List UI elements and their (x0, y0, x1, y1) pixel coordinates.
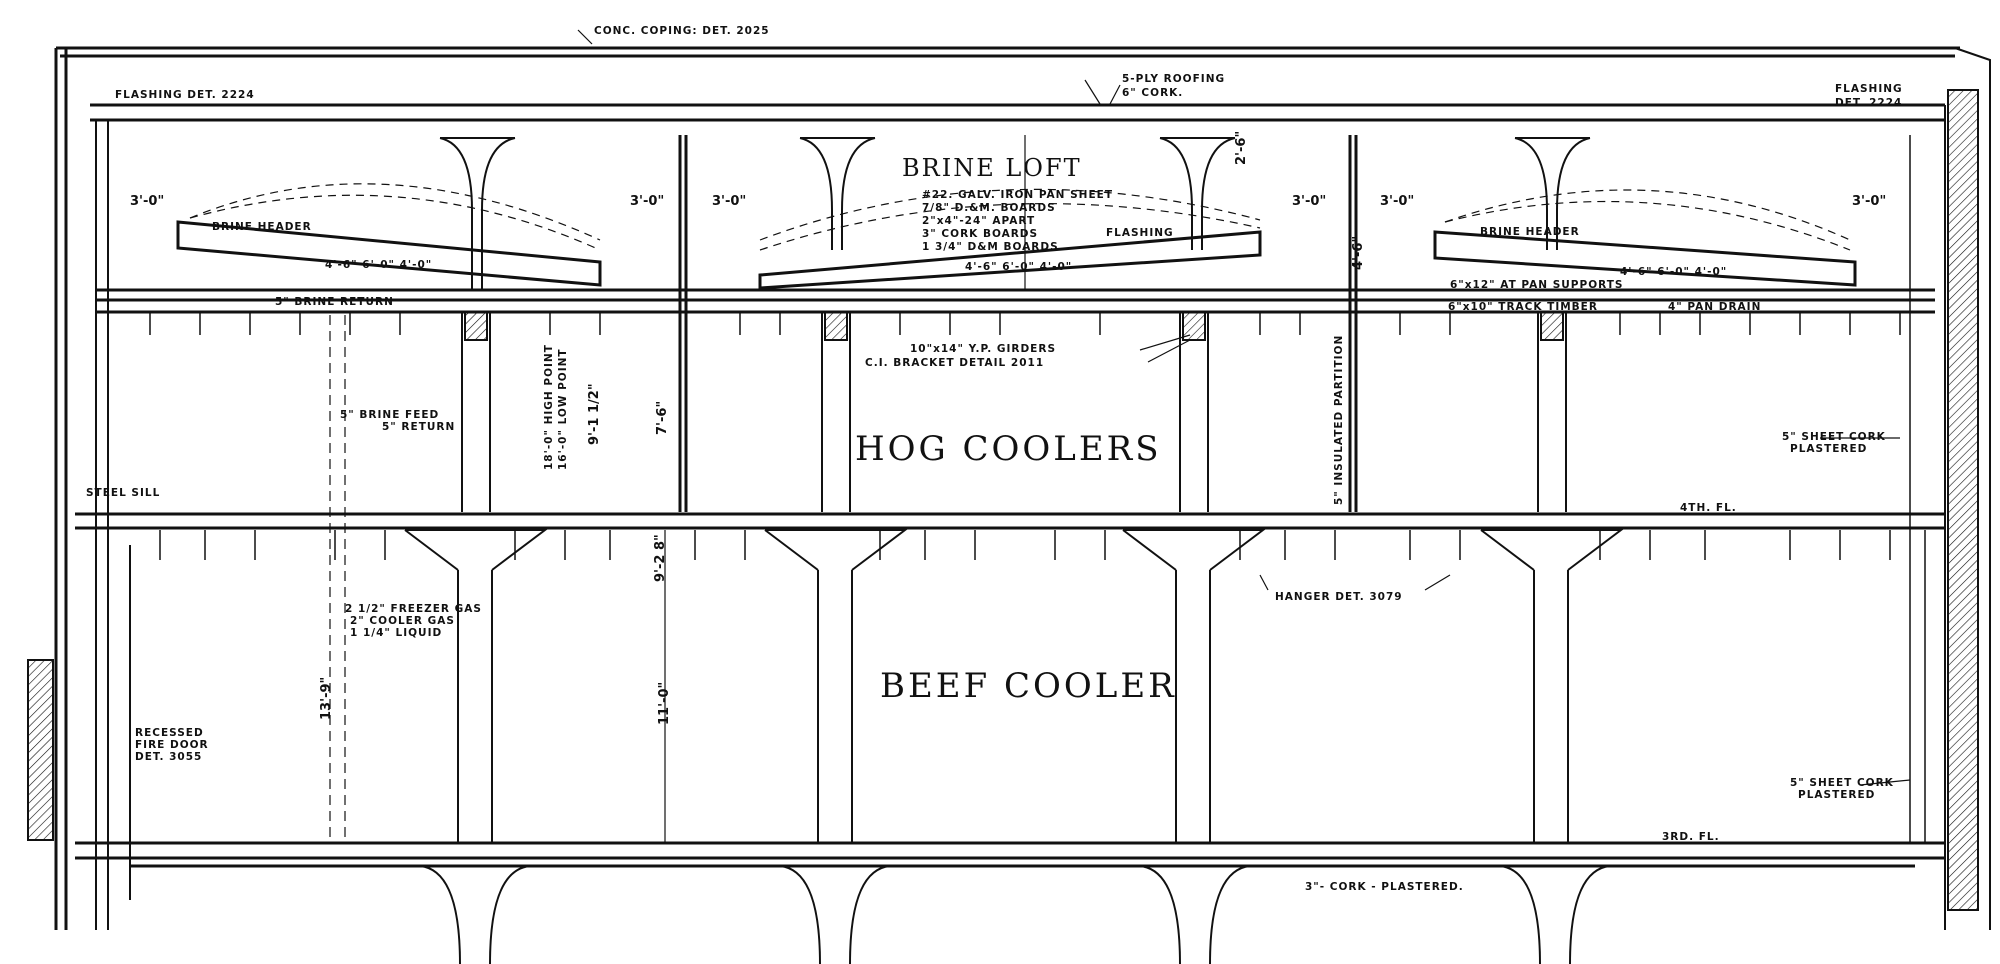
basement-columns (419, 865, 1611, 964)
dim-46-60-b: 4'-6" 6'-0" 4'-0" (965, 261, 1072, 273)
bracket-label: C.I. BRACKET DETAIL 2011 (865, 357, 1044, 369)
fourth-floor (75, 512, 1945, 530)
brine-return-small-label: 5" RETURN (382, 421, 455, 433)
inner-right-wall (1909, 135, 1926, 843)
coping-label: CONC. COPING: DET. 2025 (594, 25, 770, 37)
dim-4-6: 4'-6" (1351, 236, 1366, 270)
brine-return-label: 5" BRINE RETURN (275, 296, 394, 308)
beef-rails (159, 530, 1891, 560)
dim-11-0: 11'-0" (657, 682, 672, 725)
loft-floor (96, 288, 1935, 314)
liquid-label: 1 1/4" LIQUID (350, 627, 442, 639)
leaders (577, 29, 1911, 786)
dim-46-60-a: 4'-6" 6'-0" 4'-0" (325, 259, 432, 271)
dim-9-1-2: 9'-1 1/2" (587, 383, 602, 445)
loft-note-2: 7/8" D.&M. BOARDS (922, 202, 1056, 214)
upper-columns (461, 312, 1567, 512)
brine-header-left-label: BRINE HEADER (212, 221, 312, 233)
dim-46-60-c: 4'-6" 6'-0" 4'-0" (1620, 266, 1727, 278)
dim-9-2-8: 9'-2 8" (653, 534, 668, 582)
dim-3-0-c: 3'-0" (712, 194, 746, 209)
dim-7-6: 7'-6" (655, 401, 670, 435)
loft-note-5: 1 3/4" D&M BOARDS (922, 241, 1059, 253)
cork-plastered-label: 3"- CORK - PLASTERED. (1305, 881, 1464, 893)
flashing-left-label: FLASHING DET. 2224 (115, 89, 255, 101)
cork-right-lower-1: 5" SHEET CORK (1790, 777, 1894, 789)
roof-slab (90, 103, 1945, 122)
fourth-floor-label: 4TH. FL. (1680, 502, 1737, 514)
cooler-gas-label: 2" COOLER GAS (350, 615, 455, 627)
loft-note-4: 3" CORK BOARDS (922, 228, 1038, 240)
flashing-right-label-1: FLASHING (1835, 83, 1903, 95)
high-point-label: 18'-0" HIGH POINT (543, 344, 555, 470)
brine-feed-label: 5" BRINE FEED (340, 409, 439, 421)
cork-right-upper-1: 5" SHEET CORK (1782, 431, 1886, 443)
recessed-label-3: DET. 3055 (135, 751, 202, 763)
dim-3-0-b: 3'-0" (630, 194, 664, 209)
dimension-lines (329, 135, 1026, 843)
left-wall (95, 120, 131, 930)
brine-spray-arcs (189, 183, 1851, 251)
dim-3-0-a: 3'-0" (130, 194, 164, 209)
dim-2-6: 2'-6" (1234, 131, 1249, 165)
roofing-label-1: 5-PLY ROOFING (1122, 73, 1225, 85)
loft-note-3: 2"x4"-24" APART (922, 215, 1035, 227)
third-floor (75, 841, 1945, 868)
left-window (27, 659, 54, 841)
partition-1 (678, 135, 688, 512)
flashing-mid-label: FLASHING (1106, 227, 1174, 239)
recessed-label-2: FIRE DOOR (135, 739, 209, 751)
brine-loft-title: BRINE LOFT (902, 154, 1082, 182)
loft-hangers (149, 312, 1901, 335)
lower-columns (404, 529, 1624, 843)
pan-supports-label: 6"x12" AT PAN SUPPORTS (1450, 279, 1623, 291)
track-timber-label: 6"x10" TRACK TIMBER (1448, 301, 1598, 313)
dim-3-0-f: 3'-0" (1852, 194, 1886, 209)
third-floor-label: 3RD. FL. (1662, 831, 1720, 843)
roofing-label-2: 6" CORK. (1122, 87, 1183, 99)
dim-13-9: 13'-9" (319, 677, 334, 720)
recessed-label-1: RECESSED (135, 727, 204, 739)
girders-label: 10"x14" Y.P. GIRDERS (910, 343, 1056, 355)
loft-columns (439, 137, 1591, 290)
dim-3-0-d: 3'-0" (1292, 194, 1326, 209)
freezer-gas-label: 2 1/2" FREEZER GAS (345, 603, 482, 615)
steel-sill-label: STEEL SILL (86, 487, 160, 499)
right-wall-hatch (1947, 89, 1979, 911)
cork-right-upper-2: PLASTERED (1790, 443, 1867, 455)
flashing-right-label-2: DET. 2224 (1835, 97, 1902, 109)
parapet-left (54, 46, 1960, 930)
dim-3-0-e: 3'-0" (1380, 194, 1414, 209)
parapet-right (1944, 47, 1991, 930)
low-point-label: 16'-0" LOW POINT (557, 348, 569, 470)
brine-pans (176, 220, 1857, 290)
pan-drain-label: 4" PAN DRAIN (1668, 301, 1761, 313)
loft-note-1: #22. GALV. IRON PAN SHEET (922, 189, 1113, 201)
hog-coolers-title: HOG COOLERS (855, 429, 1162, 469)
partition-2 (1348, 135, 1358, 512)
girders (464, 311, 1564, 341)
hanger-label: HANGER DET. 3079 (1275, 591, 1403, 603)
insulated-partition-label: 5" INSULATED PARTITION (1333, 335, 1345, 505)
beef-cooler-title: BEEF COOLER (880, 666, 1177, 706)
brine-header-right-label: BRINE HEADER (1480, 226, 1580, 238)
cork-right-lower-2: PLASTERED (1798, 789, 1875, 801)
